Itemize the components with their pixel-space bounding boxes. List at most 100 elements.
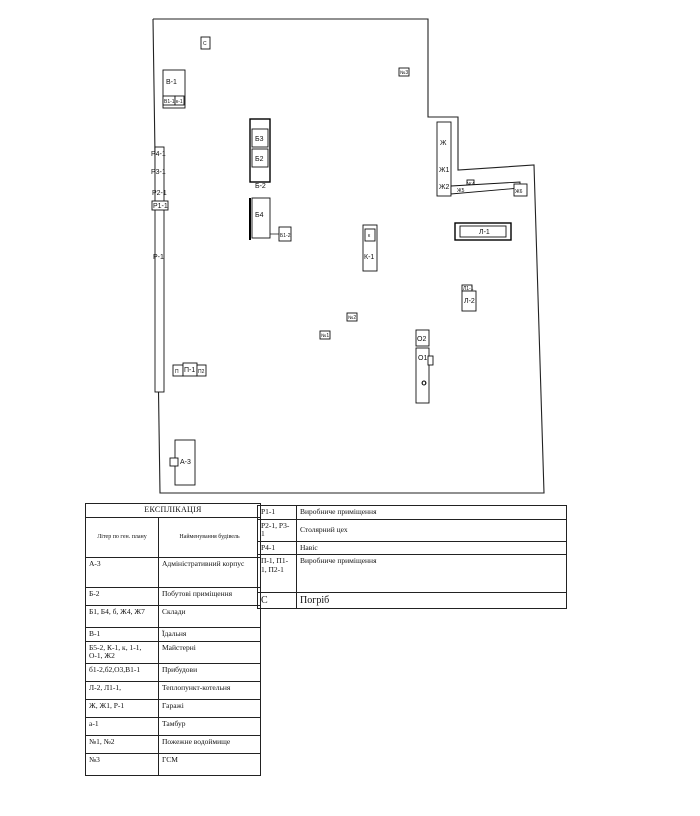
table-row: №3 ГСМ — [85, 752, 261, 776]
building-b3 — [251, 128, 269, 148]
label-b4: Б4 — [255, 212, 264, 219]
building-k-small — [364, 228, 376, 242]
building-o2 — [415, 329, 430, 347]
explication-title: ЕКСПЛІКАЦІЯ — [85, 503, 261, 518]
row-name: Тамбур — [158, 716, 261, 736]
label-c: С — [203, 41, 207, 47]
table-row: б1-2,б2,О3,В1-1 Прибудови — [85, 662, 261, 682]
table-header-title: ЕКСПЛІКАЦІЯ — [85, 503, 261, 518]
explication-table-right: Р1-1 Виробниче приміщення Р2-1, Р3-1 Сто… — [257, 505, 567, 610]
row-code: Р2-1, Р3-1 — [257, 519, 297, 542]
table-row: Б1, Б4, б, Ж4, Ж7 Склади — [85, 604, 261, 628]
row-name: Гаражі — [158, 698, 261, 718]
row-code: Р1-1 — [257, 505, 297, 520]
table-row: Л-2, Л1-1, Теплопункт-котельня — [85, 680, 261, 700]
site-boundary — [152, 18, 545, 494]
label-b1-2: Б1-2 — [280, 233, 291, 239]
row-name: Пожежне водоймище — [158, 734, 261, 754]
row-name: Адміністративний корпус — [158, 556, 261, 588]
label-k-small: к — [368, 233, 371, 239]
row-name: Прибудови — [158, 662, 261, 682]
row-code: б1-2,б2,О3,В1-1 — [85, 662, 159, 682]
row-code: Ж, Ж1, Р-1 — [85, 698, 159, 718]
table-row: С Погріб — [257, 592, 567, 610]
table-row: а-1 Тамбур — [85, 716, 261, 736]
label-r-1: Р-1 — [153, 254, 164, 261]
label-p2: П2 — [198, 369, 205, 375]
building-zh6 — [513, 183, 528, 197]
label-r1-1: Р1-1 — [153, 203, 168, 210]
row-code: П-1, П1-1, П2-1 — [257, 554, 297, 594]
building-n1 — [319, 330, 331, 340]
table-row: №1, №2 Пожежне водоймище — [85, 734, 261, 754]
table-row: Б5-2, К-1, к, 1-1, О-1, Ж2 Майстерні — [85, 640, 261, 664]
row-code: №3 — [85, 752, 159, 776]
row-name: Майстерні — [158, 640, 261, 664]
building-b2 — [251, 148, 269, 168]
row-name: Побутові приміщення — [158, 586, 261, 606]
label-p1: П-1 — [184, 367, 195, 374]
row-name: ГСМ — [158, 752, 261, 776]
label-l2: Л-2 — [464, 298, 475, 305]
row-code: А-3 — [85, 556, 159, 588]
label-n3: №3 — [400, 70, 408, 76]
row-name: Їдальня — [158, 626, 261, 642]
building-zh — [436, 121, 452, 197]
label-k1: К-1 — [364, 254, 374, 261]
table-header-columns: Літер по ген. плану Найменування будівел… — [85, 516, 261, 558]
row-name: Виробниче приміщення — [296, 554, 567, 594]
column-header-name: Найменування будівель — [158, 516, 261, 558]
table-row: Р2-1, Р3-1 Столярний цех — [257, 519, 567, 542]
row-code: №1, №2 — [85, 734, 159, 754]
row-code: Б-2 — [85, 586, 159, 606]
table-row: Р1-1 Виробниче приміщення — [257, 505, 567, 520]
table-row: В-1 Їдальня — [85, 626, 261, 642]
row-code: Л-2, Л1-1, — [85, 680, 159, 700]
building-l2 — [461, 290, 477, 312]
label-zh5: Ж5 — [457, 188, 465, 194]
building-c — [200, 36, 211, 50]
row-code: а-1 — [85, 716, 159, 736]
label-r2-1: Р2-1 — [152, 190, 167, 197]
row-name: Теплопункт-котельня — [158, 680, 261, 700]
row-name: Навіс — [296, 540, 567, 556]
label-zh2: Ж2 — [439, 184, 449, 191]
building-v1-sub-b — [174, 95, 185, 106]
label-l1: Л-1 — [479, 229, 490, 236]
building-r-strip — [154, 146, 165, 393]
row-code: Б1, Б4, б, Ж4, Ж7 — [85, 604, 159, 628]
label-v1-sub-b: к-1 — [176, 99, 183, 105]
label-o: О — [422, 381, 426, 387]
label-p: П — [175, 369, 179, 375]
label-a3: А-3 — [180, 459, 191, 466]
column-header-code: Літер по ген. плану — [85, 516, 159, 558]
label-l1-1: Л1-1 — [463, 286, 474, 292]
row-name: Виробниче приміщення — [296, 505, 567, 520]
label-n2: №2 — [348, 315, 356, 321]
label-b2-2: Б-2 — [255, 183, 266, 190]
label-zh1: Ж1 — [439, 167, 449, 174]
building-o1 — [415, 347, 430, 404]
row-name: Столярний цех — [296, 519, 567, 542]
label-r3-1: Р3-1 — [151, 169, 166, 176]
table-row: Р4-1 Навіс — [257, 540, 567, 556]
building-p2 — [196, 364, 207, 377]
explication-table-left: ЕКСПЛІКАЦІЯ Літер по ген. плану Найменув… — [85, 503, 261, 776]
row-code: С — [257, 592, 297, 610]
building-n2 — [346, 312, 358, 322]
row-code: Б5-2, К-1, к, 1-1, О-1, Ж2 — [85, 640, 159, 664]
building-n3 — [398, 67, 410, 77]
label-o1: О1 — [418, 355, 427, 362]
label-n1: №1 — [321, 333, 329, 339]
table-row: П-1, П1-1, П2-1 Виробниче приміщення — [257, 554, 567, 594]
label-b2: Б2 — [255, 156, 264, 163]
row-code: Р4-1 — [257, 540, 297, 556]
building-r1-1 — [151, 200, 169, 211]
table-row: Ж, Ж1, Р-1 Гаражі — [85, 698, 261, 718]
label-o2: О2 — [417, 336, 426, 343]
label-b3: Б3 — [255, 136, 264, 143]
label-v1-sub-a: В1-1 — [164, 99, 175, 105]
site-plan: С В-1 В1-1 к-1 №3 Б3 Б2 Б-2 Б4 Б1-2 Р4-1… — [151, 18, 545, 494]
label-v1: В-1 — [166, 79, 177, 86]
label-r4-1: Р4-1 — [151, 151, 166, 158]
